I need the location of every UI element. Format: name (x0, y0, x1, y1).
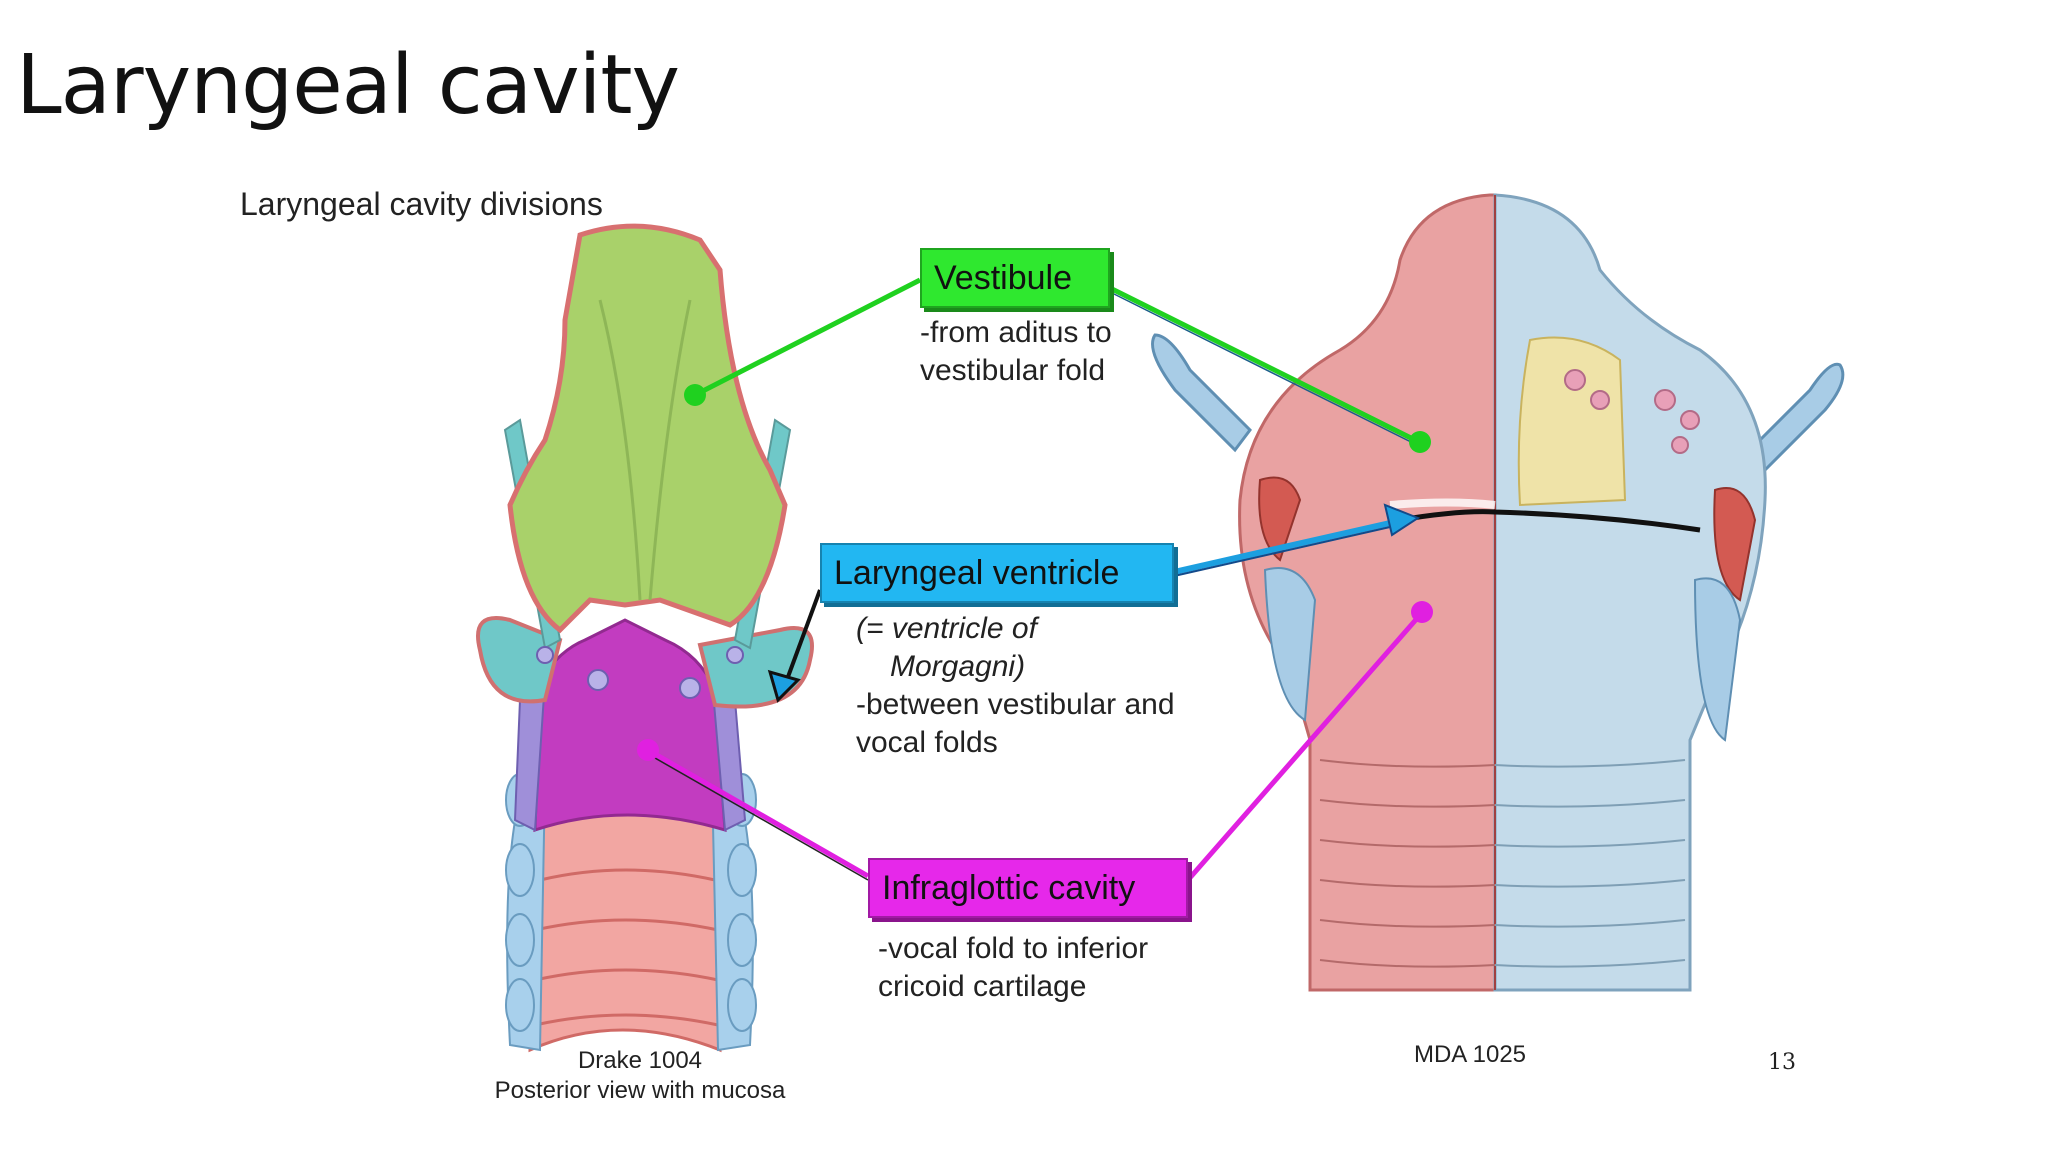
infraglottic-label-box: Infraglottic cavity (868, 858, 1188, 918)
infraglottic-leader-lines (637, 601, 1433, 882)
trachea-drawing (505, 758, 757, 1053)
ventricle-leader-lines (767, 503, 1421, 703)
infraglottic-description-line2: cricoid cartilage (878, 970, 1087, 1003)
vestibule-leader-lines (684, 277, 1431, 453)
vestibule-region (507, 223, 788, 634)
posterior-view-illustration (476, 223, 814, 1053)
vestibule-description-line2: vestibular fold (920, 354, 1106, 387)
diagram-subtitle: Laryngeal cavity divisions (240, 186, 603, 222)
slide-title: Laryngeal cavity (16, 38, 680, 133)
vestibule-label-box: Vestibule (920, 248, 1110, 308)
right-caption-source: MDA 1025 (1413, 1041, 1527, 1068)
mda-larynx-illustration (1151, 193, 1845, 992)
ventricle-description-line4: vocal folds (856, 726, 998, 759)
left-caption-source: Drake 1004 (577, 1047, 703, 1074)
ventricle-description-line2: Morgagni) (890, 650, 1026, 683)
ventricle-description-line1: (= ventricle of (856, 612, 1037, 645)
infraglottic-description-line1: -vocal fold to inferior (878, 932, 1149, 965)
infraglottic-region (533, 618, 727, 833)
page-number: 13 (1768, 1050, 1796, 1075)
ventricle-description-line3: -between vestibular and (856, 688, 1175, 721)
ventricle-label-box: Laryngeal ventricle (820, 543, 1174, 603)
vestibule-description-line1: -from aditus to (920, 316, 1112, 349)
left-caption-view: Posterior view with mucosa (494, 1077, 786, 1104)
